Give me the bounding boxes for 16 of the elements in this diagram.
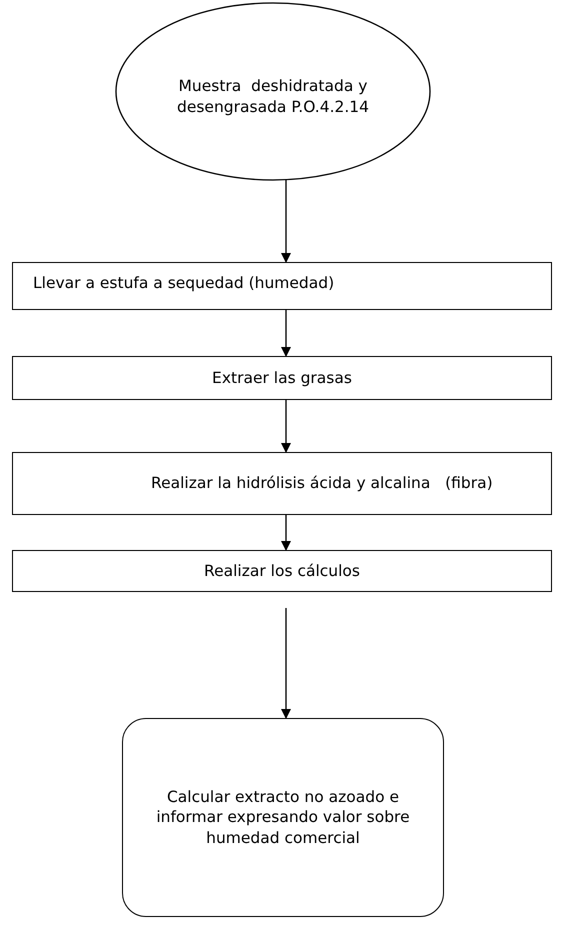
step-text: Calcular extracto no azoado e informar expresando valor sobre humedad comercial — [155, 787, 411, 848]
terminal-box — [122, 718, 444, 917]
arrow — [281, 180, 291, 263]
process-box — [12, 452, 552, 515]
process-box — [12, 262, 552, 310]
step-text: Realizar los cálculos — [204, 560, 360, 582]
arrow — [281, 608, 291, 719]
step-text: Realizar la hidrólisis ácida y alcalina (fibra) — [151, 473, 493, 494]
arrow — [281, 515, 291, 551]
step-text: Extraer las grasas — [212, 368, 352, 388]
process-box — [12, 550, 552, 592]
step-text: Llevar a estufa a sequedad (humedad) — [33, 273, 334, 294]
arrow — [281, 400, 291, 453]
arrow — [281, 310, 291, 357]
process-box — [12, 356, 552, 400]
step-text: Muestra deshidratada y desengrasada P.O.4.2.14 — [176, 76, 370, 117]
